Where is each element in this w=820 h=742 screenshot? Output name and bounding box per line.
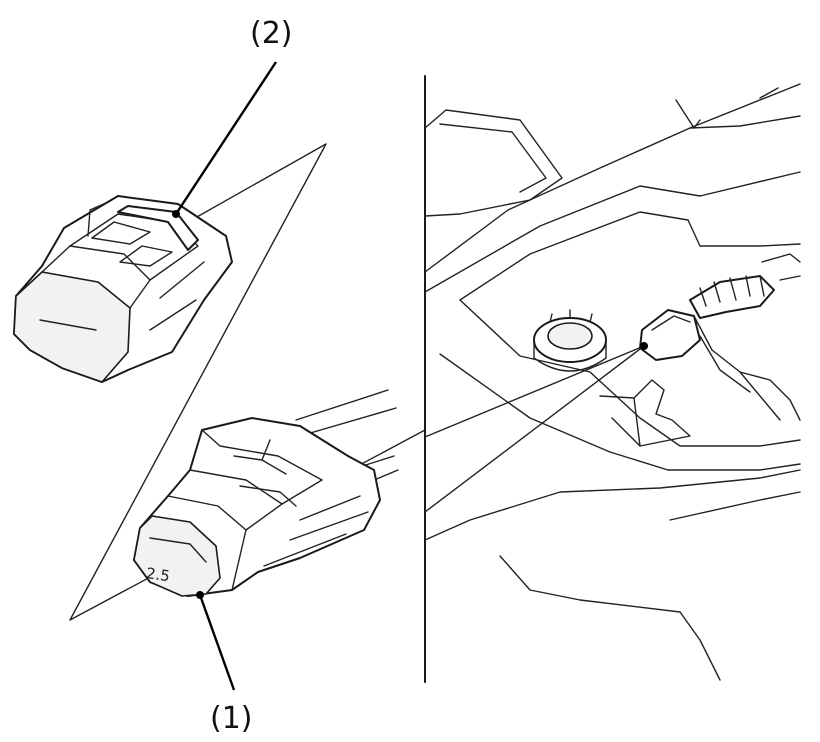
mounting-bracket (633, 379, 691, 447)
callout-2-label: (2) (250, 16, 293, 51)
vehicle-location-view (424, 75, 801, 683)
connector-upper-lock (13, 195, 233, 383)
connector-lower-nose (133, 515, 221, 597)
callout-2-dot (172, 210, 180, 218)
component-cavity (459, 211, 801, 301)
upper-trim-panel (424, 109, 563, 217)
callout-1-group: (1) (196, 591, 253, 736)
connector-lower-wire (295, 389, 399, 487)
connector-lower-terminal: 2.5 (133, 389, 399, 597)
installed-connector (639, 253, 801, 421)
callout-1-dot (196, 591, 204, 599)
location-pointer-lines (424, 345, 645, 513)
callout-2-group: (2) (172, 16, 293, 218)
wire-harness (689, 275, 775, 319)
connector-size-marking: 2.5 (145, 564, 171, 585)
callout-2-leader (174, 61, 278, 215)
connector-upper-front-face (13, 271, 131, 383)
callout-1-label: (1) (210, 701, 253, 736)
callout-1-leader (198, 594, 236, 691)
grommet (533, 309, 607, 372)
lower-body-panel (424, 469, 801, 541)
